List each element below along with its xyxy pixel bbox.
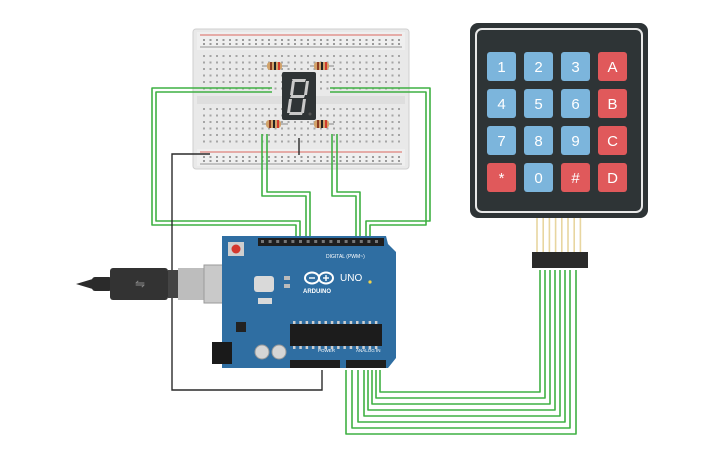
- keypad-key-9[interactable]: 9: [561, 126, 590, 155]
- keypad-key-label: 7: [497, 133, 505, 150]
- keypad-key-a[interactable]: A: [598, 52, 627, 81]
- keypad-key-4[interactable]: 4: [487, 89, 516, 118]
- wire-seg-f: [266, 134, 311, 240]
- keypad-key-0[interactable]: 0: [524, 163, 553, 192]
- keypad-key-b[interactable]: B: [598, 89, 627, 118]
- smd-component: [284, 284, 290, 288]
- wire-keypad-1: [379, 270, 541, 393]
- keypad-key-label: 4: [497, 96, 505, 113]
- keypad-key-star[interactable]: *: [487, 163, 516, 192]
- smd-component: [284, 276, 290, 280]
- power-led: [368, 280, 372, 284]
- analog-header: [346, 360, 386, 368]
- resistor-bottom-right: [310, 120, 334, 128]
- usb-cable: ⇋: [76, 264, 235, 304]
- wire-seg-g: [331, 134, 357, 240]
- keypad-key-label: 5: [534, 96, 542, 113]
- keypad-key-label: 8: [534, 133, 542, 150]
- wires: [151, 87, 577, 435]
- segment-f: [290, 81, 295, 95]
- digital-header: [258, 238, 384, 246]
- keypad-key-d[interactable]: D: [598, 163, 627, 192]
- keypad-key-label: 6: [571, 96, 579, 113]
- usb-connector-jack: [254, 276, 274, 292]
- wire-seg-b: [155, 91, 301, 240]
- keypad-key-label: C: [607, 133, 618, 150]
- keypad-key-7[interactable]: 7: [487, 126, 516, 155]
- arduino-logo-icon: [304, 271, 334, 285]
- power-header: [290, 360, 340, 368]
- keypad-key-label: B: [607, 96, 617, 113]
- keypad-4x4[interactable]: 1 2 3 A 4 5 6 B 7 8 9 C * 0 # D: [470, 23, 648, 268]
- segment-g: [290, 95, 305, 98]
- keypad-key-label: D: [607, 170, 618, 187]
- keypad-key-2[interactable]: 2: [524, 52, 553, 81]
- keypad-key-label: A: [607, 59, 617, 76]
- keypad-key-label: *: [499, 170, 505, 187]
- keypad-ribbon-pins: [536, 218, 582, 252]
- keypad-key-label: #: [571, 170, 580, 187]
- keypad-key-hash[interactable]: #: [561, 163, 590, 192]
- keypad-key-label: 3: [571, 59, 579, 76]
- wire-seg-a: [151, 87, 297, 240]
- keypad-key-5[interactable]: 5: [524, 89, 553, 118]
- voltage-regulator: [236, 322, 246, 332]
- segment-dp: [308, 112, 312, 116]
- wire-keypad-3: [371, 270, 551, 405]
- resistor-bottom-left: [262, 120, 288, 128]
- seven-segment-digit: [287, 79, 312, 116]
- wire-keypad-6: [357, 270, 566, 423]
- usb-icon: ⇋: [135, 277, 145, 291]
- microcontroller-pins: [293, 321, 378, 349]
- digital-label: DIGITAL (PWM~): [326, 254, 365, 260]
- keypad-key-label: 2: [534, 59, 542, 76]
- arduino-logo-text: ARDUINO: [303, 289, 331, 295]
- model-label: UNO: [340, 273, 362, 284]
- analog-label: ANALOG IN: [356, 348, 381, 353]
- reset-button-cap[interactable]: [231, 244, 241, 254]
- segment-c: [301, 99, 306, 113]
- atmega-microcontroller: [290, 324, 382, 346]
- wire-keypad-5: [363, 270, 561, 417]
- keypad-header-connector: [532, 252, 588, 268]
- keypad-key-8[interactable]: 8: [524, 126, 553, 155]
- wire-keypad-4: [367, 270, 556, 411]
- keypad-key-label: 0: [534, 170, 542, 187]
- keypad-key-c[interactable]: C: [598, 126, 627, 155]
- wire-keypad-8: [345, 270, 577, 435]
- resistor-top-right: [310, 62, 334, 70]
- keypad-key-1[interactable]: 1: [487, 52, 516, 81]
- keypad-key-6[interactable]: 6: [561, 89, 590, 118]
- capacitor-2: [271, 344, 287, 360]
- resistor-top-left: [262, 62, 288, 70]
- keypad-key-label: 9: [571, 133, 579, 150]
- wire-seg-dp: [336, 134, 361, 240]
- keypad-key-3[interactable]: 3: [561, 52, 590, 81]
- wire-seg-e: [261, 134, 307, 240]
- wire-seg-d: [330, 91, 427, 240]
- capacitor-1: [254, 344, 270, 360]
- wire-keypad-7: [351, 270, 571, 429]
- segment-b: [304, 81, 309, 95]
- arduino-uno-board[interactable]: ARDUINO UNO DIGITAL (PWM~) POWER ANALOG …: [212, 236, 396, 368]
- seven-segment-display[interactable]: [282, 72, 316, 120]
- keypad-key-label: 1: [497, 59, 505, 76]
- segment-d: [289, 112, 303, 115]
- digital-pin-holes: [261, 240, 378, 243]
- dc-barrel-jack[interactable]: [212, 342, 232, 364]
- wire-keypad-2: [375, 270, 546, 399]
- breadboard-holes: [203, 39, 400, 162]
- crystal-oscillator: [258, 298, 272, 304]
- segment-e: [287, 99, 292, 113]
- wire-ground: [171, 153, 323, 391]
- segment-a: [292, 79, 306, 82]
- wire-seg-c: [330, 87, 431, 240]
- power-label: POWER: [318, 348, 336, 353]
